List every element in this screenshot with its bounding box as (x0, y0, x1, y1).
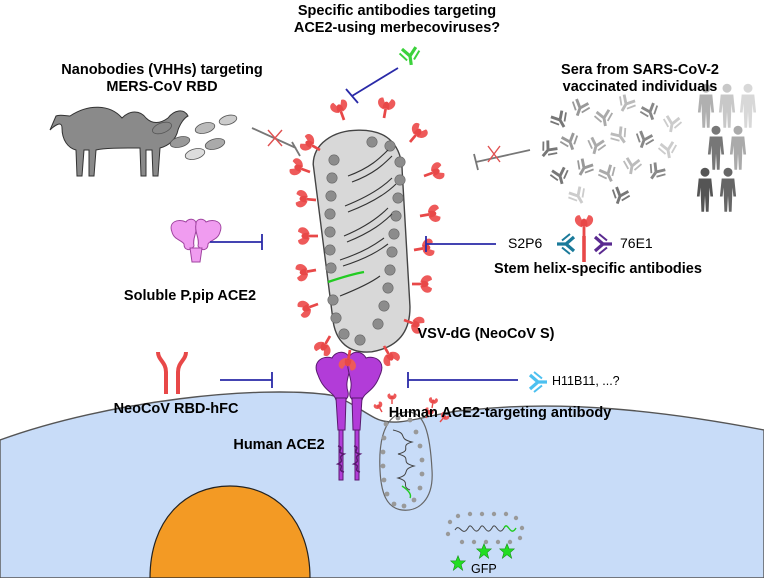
human-ace2-label: Human ACE2 (233, 437, 325, 453)
stem-helix-label: Stem helix-specific antibodies (494, 261, 702, 277)
inhibition-line-soluble (210, 234, 263, 250)
human-ace2-antibody-label: Human ACE2-targeting antibody (388, 405, 612, 421)
failed-inhibition-right (473, 149, 531, 171)
virus-label: VSV-dG (NeoCoV S) (417, 326, 555, 342)
stem-spike-icon (573, 213, 595, 238)
failed-cross-right (487, 145, 501, 163)
nanobodies-label: Nanobodies (VHHs) targeting MERS-CoV RBD (52, 62, 272, 96)
nucleus (149, 485, 311, 579)
s2p6-label: S2P6 (508, 235, 543, 251)
76e1-antibody-icon (593, 232, 614, 256)
endosome (379, 411, 433, 511)
neocov-rbd-label: NeoCoV RBD-hFC (113, 401, 239, 417)
soluble-ace2-label: Soluble P.pip ACE2 (123, 288, 257, 304)
failed-cross-left (267, 129, 283, 147)
s2p6-antibody-icon (555, 232, 576, 256)
inhibition-line-top (345, 67, 399, 104)
h11b11-antibody-icon (528, 370, 549, 394)
nanobodies-line2: MERS-CoV RBD (106, 79, 218, 95)
merbecovirus-antibody-icon (397, 45, 423, 68)
sera-antibody-icons (534, 91, 684, 209)
failed-inhibition-left (251, 127, 301, 157)
human-figure-icons (696, 83, 757, 212)
camel-icon (49, 106, 189, 177)
gfp-label: GFP (471, 562, 497, 576)
inhibition-line-stem (425, 236, 496, 252)
h11b11-label: H11B11, ...? (552, 374, 620, 388)
76e1-label: 76E1 (620, 235, 653, 251)
sera-label: Sera from SARS-CoV-2 vaccinated individu… (540, 62, 740, 96)
sera-line2: vaccinated individuals (562, 79, 718, 95)
soluble-ace2-icon (170, 218, 222, 263)
viral-rna (445, 511, 525, 545)
nanobodies-line1: Nanobodies (VHHs) targeting (61, 62, 263, 78)
inhibition-line-rbd-hfc (220, 372, 273, 388)
virion (312, 129, 411, 353)
neocov-rbd-hfc-icon (156, 351, 188, 394)
inhibition-line-h11b11 (407, 372, 518, 388)
sera-line1: Sera from SARS-CoV-2 (561, 62, 719, 78)
nanobody-icon (152, 114, 238, 160)
top-question-line2: ACE2-using merbecoviruses? (293, 20, 501, 36)
top-question-line1: Specific antibodies targeting (297, 3, 497, 19)
top-question-label: Specific antibodies targeting ACE2-using… (262, 3, 532, 37)
